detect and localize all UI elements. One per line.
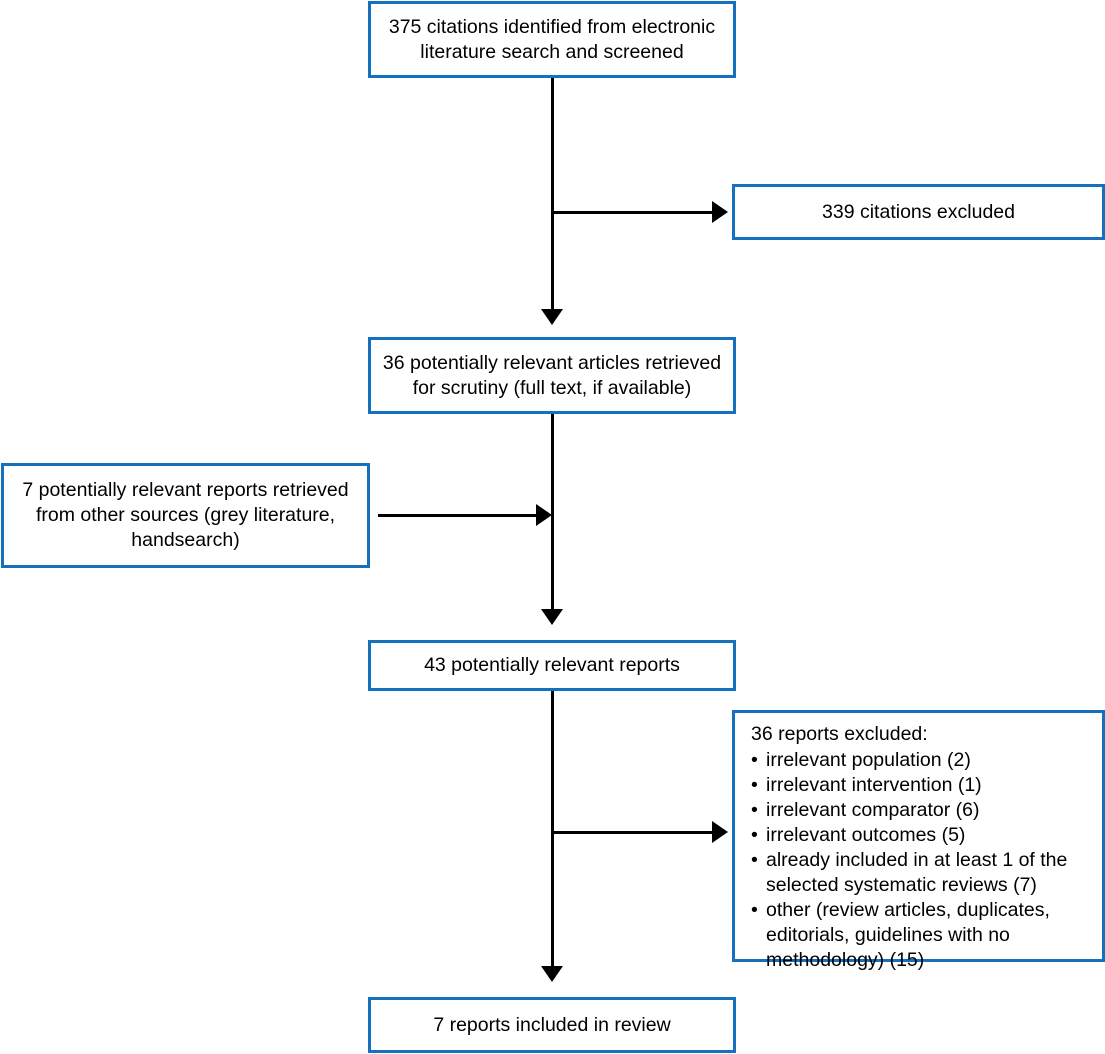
list-item: irrelevant outcomes (5)	[751, 823, 1067, 848]
node-citations-excluded-label: 339 citations excluded	[822, 200, 1015, 223]
list-item: irrelevant comparator (6)	[751, 798, 1067, 823]
connector-identified-to-retrieved	[551, 78, 554, 309]
node-reports-excluded: 36 reports excluded: irrelevant populati…	[732, 710, 1105, 971]
node-other-sources: 7 potentially relevant reports retrieved…	[1, 463, 370, 568]
reports-excluded-content: 36 reports excluded: irrelevant populati…	[735, 713, 1067, 973]
list-item: irrelevant intervention (1)	[751, 773, 1067, 798]
reports-excluded-title: 36 reports excluded:	[751, 723, 928, 745]
reports-excluded-list: irrelevant population (2) irrelevant int…	[751, 748, 1067, 973]
connector-other-sources-to-trunk	[378, 514, 536, 517]
connector-to-reports-excluded	[551, 831, 712, 834]
arrowhead-right-to-reports-excluded	[712, 821, 728, 843]
arrowhead-down-to-relevant	[541, 609, 563, 625]
arrowhead-right-to-citations-excluded	[712, 201, 728, 223]
node-citations-excluded: 339 citations excluded	[732, 184, 1105, 240]
node-citations-identified-label: 375 citations identified from electronic…	[388, 15, 716, 63]
arrowhead-right-into-trunk	[536, 504, 552, 526]
connector-to-citations-excluded	[551, 211, 712, 214]
arrowhead-down-to-retrieved	[541, 309, 563, 325]
node-citations-identified: 375 citations identified from electronic…	[368, 1, 736, 78]
connector-retrieved-to-relevant	[551, 414, 554, 609]
node-other-sources-label: 7 potentially relevant reports retrieved…	[22, 479, 349, 551]
node-relevant-reports: 43 potentially relevant reports	[368, 640, 736, 691]
connector-relevant-to-included	[551, 691, 554, 966]
node-reports-included: 7 reports included in review	[368, 997, 736, 1053]
node-articles-retrieved: 36 potentially relevant articles retriev…	[368, 337, 736, 414]
arrowhead-down-to-included	[541, 966, 563, 982]
node-articles-retrieved-label: 36 potentially relevant articles retriev…	[382, 351, 722, 399]
list-item: already included in at least 1 of the se…	[751, 848, 1067, 898]
list-item: other (review articles, duplicates, edit…	[751, 898, 1067, 973]
node-reports-included-label: 7 reports included in review	[433, 1013, 671, 1036]
node-relevant-reports-label: 43 potentially relevant reports	[424, 654, 680, 676]
list-item: irrelevant population (2)	[751, 748, 1067, 773]
